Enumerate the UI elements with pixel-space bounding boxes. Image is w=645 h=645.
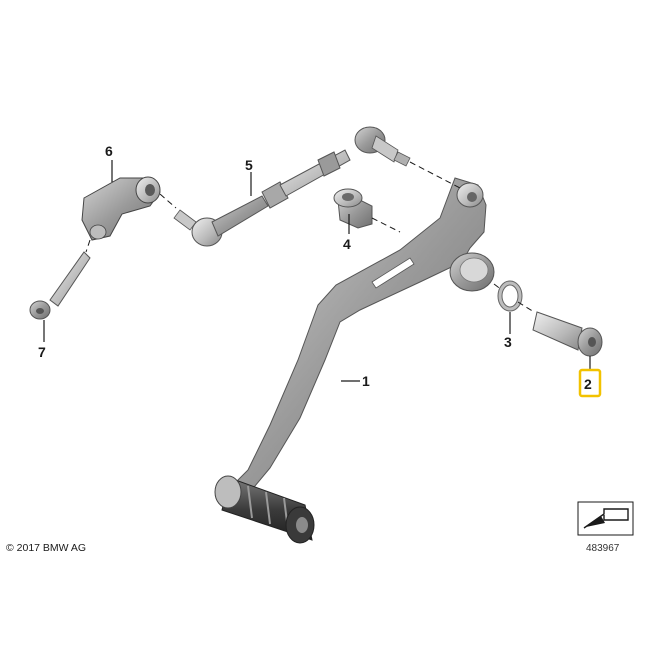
shift-rod-part-5[interactable] bbox=[173, 126, 411, 247]
foot-peg bbox=[214, 475, 315, 544]
assembly-lines bbox=[85, 161, 535, 313]
reference-number: 483967 bbox=[586, 543, 620, 554]
bushing-part-4[interactable] bbox=[333, 188, 373, 229]
callout-2-highlighted[interactable]: 2 bbox=[578, 368, 602, 398]
lever-joint-part-6[interactable] bbox=[81, 176, 161, 241]
callout-3[interactable]: 3 bbox=[504, 334, 512, 350]
callout-7[interactable]: 7 bbox=[38, 344, 46, 360]
callout-2[interactable]: 2 bbox=[584, 376, 592, 392]
highlight-box bbox=[578, 368, 602, 398]
washer-part-3[interactable] bbox=[497, 280, 523, 312]
copyright-text: © 2017 BMW AG bbox=[6, 542, 86, 554]
arrow-into-box-icon bbox=[583, 508, 629, 529]
shift-lever-part-1[interactable] bbox=[214, 177, 495, 544]
reference-box: 483967 bbox=[577, 501, 634, 554]
callout-1[interactable]: 1 bbox=[362, 373, 370, 389]
pivot-bolt-part-2[interactable] bbox=[532, 311, 603, 357]
callout-6[interactable]: 6 bbox=[105, 143, 113, 159]
callout-4[interactable]: 4 bbox=[343, 236, 351, 252]
callout-5[interactable]: 5 bbox=[245, 157, 253, 173]
screw-part-7[interactable] bbox=[29, 251, 91, 320]
leader-lines bbox=[43, 160, 591, 382]
